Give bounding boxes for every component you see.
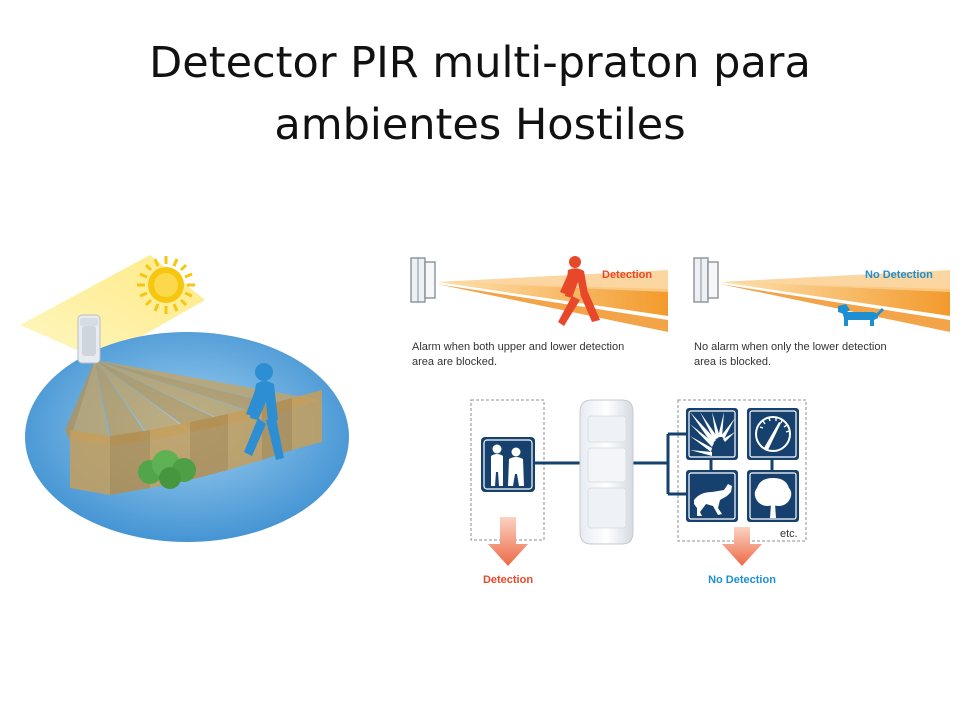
no-detection-badge: No Detection [865,269,933,281]
panel-no-detection: No Detection No alarm when only the lowe… [693,257,950,368]
sun-icon [137,256,195,314]
gauge-icon [747,408,799,460]
detection-badge: Detection [602,269,652,281]
running-dog-icon [686,470,738,522]
intruder-icon [558,256,600,326]
no-detection-caption-2: area is blocked. [694,356,771,368]
upper-beam [720,282,950,316]
sunburst-icon [686,408,738,460]
title-line-2: ambientes Hostiles [274,100,686,150]
no-detection-arrow-icon [722,527,762,566]
detection-fan [65,360,320,446]
page-title: Detector PIR multi-praton para ambientes… [0,32,960,156]
detection-caption-1: Alarm when both upper and lower detectio… [412,341,624,353]
no-detection-caption-1: No alarm when only the lower detection [694,341,887,353]
logic-diagram: etc. Detection No Detection [470,399,807,586]
panel-detection: Detection Alarm when both upper and lowe… [410,256,668,368]
pir-detector-icon [77,314,101,364]
person-icon [244,363,284,460]
lower-beam [720,284,950,332]
coverage-illustration [20,255,349,542]
etc-label: etc. [780,528,798,540]
title-line-1: Detector PIR multi-praton para [149,38,811,88]
detection-caption-2: area are blocked. [412,356,497,368]
people-icon [481,437,535,492]
detector-side-icon [410,257,436,303]
detection-arrow-icon [488,517,528,566]
shrub-icon [138,450,196,489]
detector-side-icon [693,257,719,303]
tree-icon [747,470,799,522]
detection-result-label: Detection [483,574,533,586]
lower-beam [437,284,668,332]
dog-icon [838,304,884,326]
connector-lines [535,432,774,496]
no-detection-result-label: No Detection [708,574,776,586]
pir-detector-front [579,399,634,545]
human-group-box [470,399,545,541]
upper-beam [437,282,668,316]
